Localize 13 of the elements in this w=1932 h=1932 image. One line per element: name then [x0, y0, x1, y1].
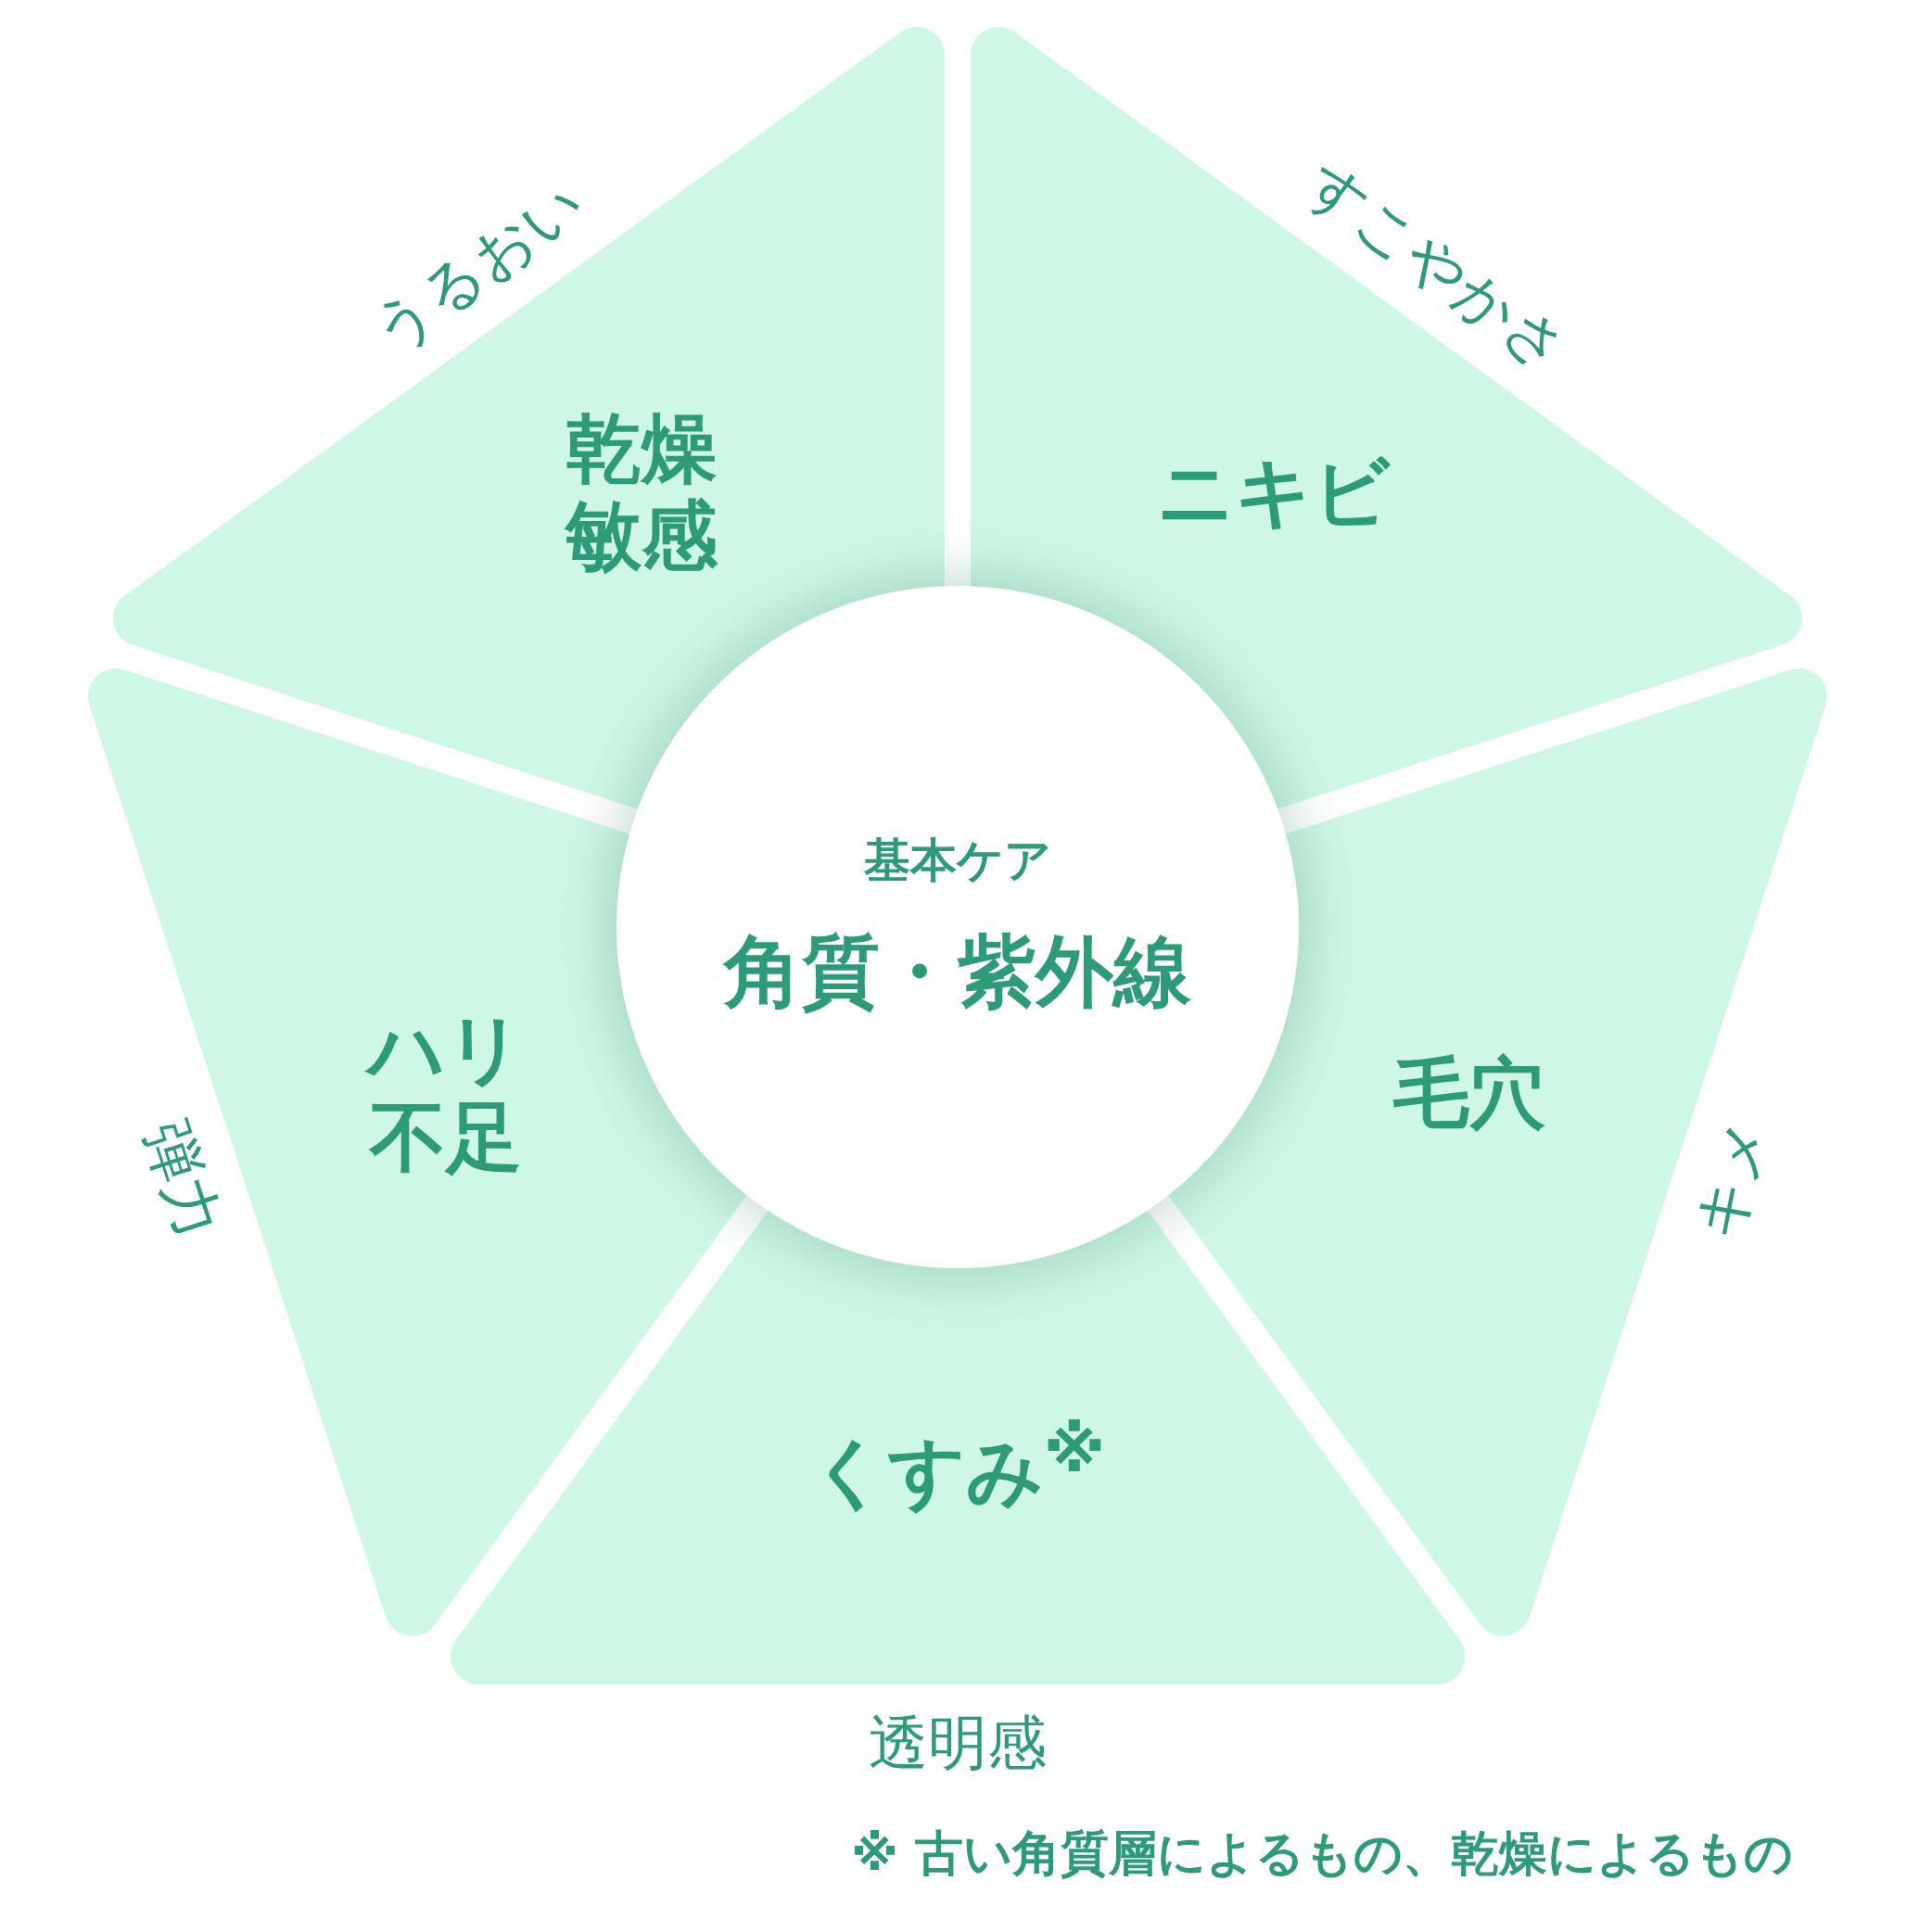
- segment-label: ニキビ: [1156, 448, 1391, 536]
- side-label: すこやかさ: [1292, 147, 1582, 387]
- title-text: 角質・紫外線: [724, 924, 1191, 1019]
- segment-label: くすみ$^{※}$: [809, 1414, 1106, 1516]
- segment-label: ハリ不足: [362, 1005, 530, 1181]
- side-label: うるおい: [357, 166, 598, 369]
- segment-label: 毛穴: [1392, 1049, 1545, 1138]
- segment-label: 乾燥敏感: [563, 404, 719, 580]
- side-label: 弾力: [130, 1111, 235, 1249]
- footnote-text: ※ 古い角質層によるもの、乾燥によるもの: [851, 1824, 1793, 1883]
- side-label: 透明感: [869, 1707, 1047, 1779]
- subtitle-text: 基本ケア: [864, 832, 1051, 889]
- side-label: キメ: [1680, 1109, 1786, 1250]
